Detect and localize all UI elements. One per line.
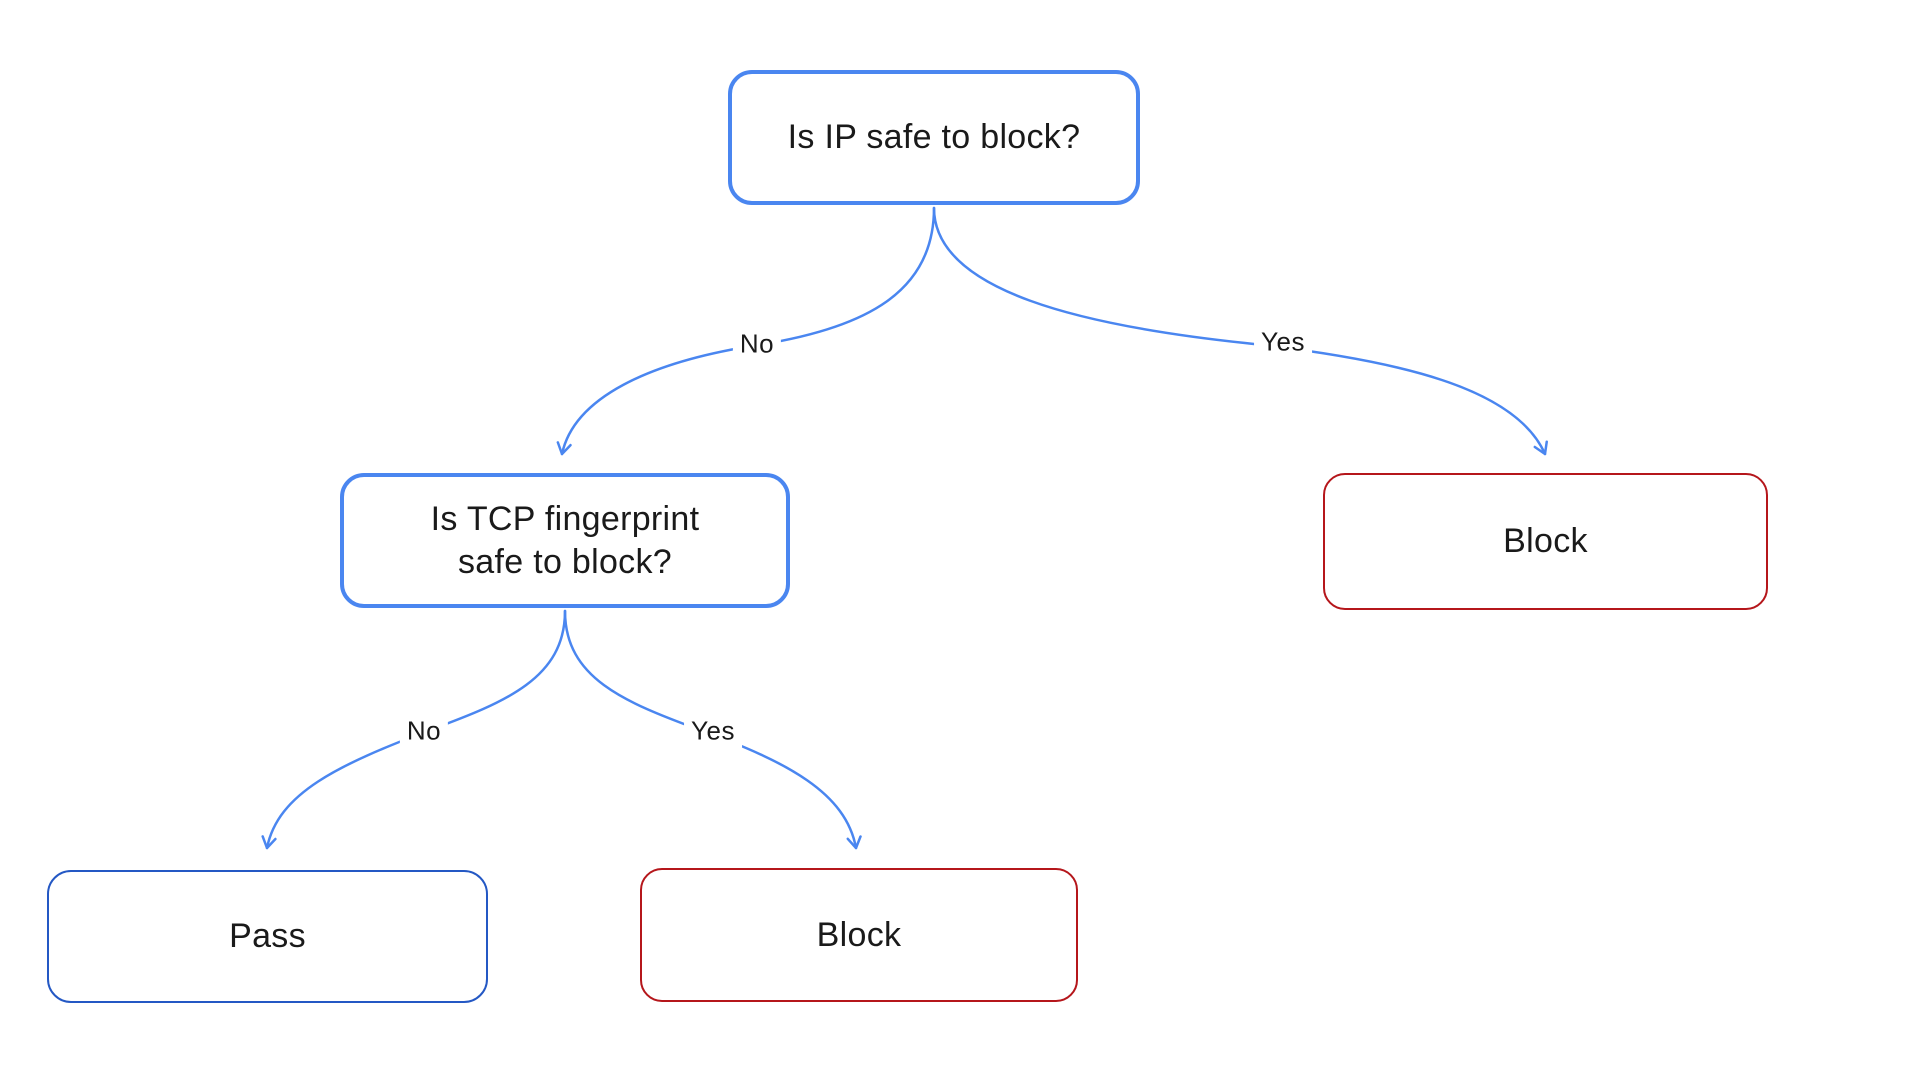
node-label: Is TCP fingerprint safe to block? bbox=[430, 500, 700, 581]
node-is-ip-safe-to-block: Is IP safe to block? bbox=[728, 70, 1140, 205]
node-label: Pass bbox=[229, 917, 306, 956]
node-pass: Pass bbox=[47, 870, 488, 1003]
edge-label-tcp-yes: Yes bbox=[684, 714, 742, 748]
node-block-bottom: Block bbox=[640, 868, 1078, 1002]
node-is-tcp-fingerprint-safe-to-block: Is TCP fingerprint safe to block? bbox=[340, 473, 790, 608]
edge-label-tcp-no: No bbox=[399, 714, 449, 748]
edge-label-root-no: No bbox=[732, 327, 782, 361]
node-block-right: Block bbox=[1323, 473, 1768, 610]
node-label: Block bbox=[1503, 522, 1588, 561]
edge-root-yes bbox=[932, 206, 1548, 456]
edge-label-root-yes: Yes bbox=[1254, 325, 1312, 359]
node-label: Is IP safe to block? bbox=[787, 118, 1081, 157]
node-label: Block bbox=[816, 915, 902, 954]
